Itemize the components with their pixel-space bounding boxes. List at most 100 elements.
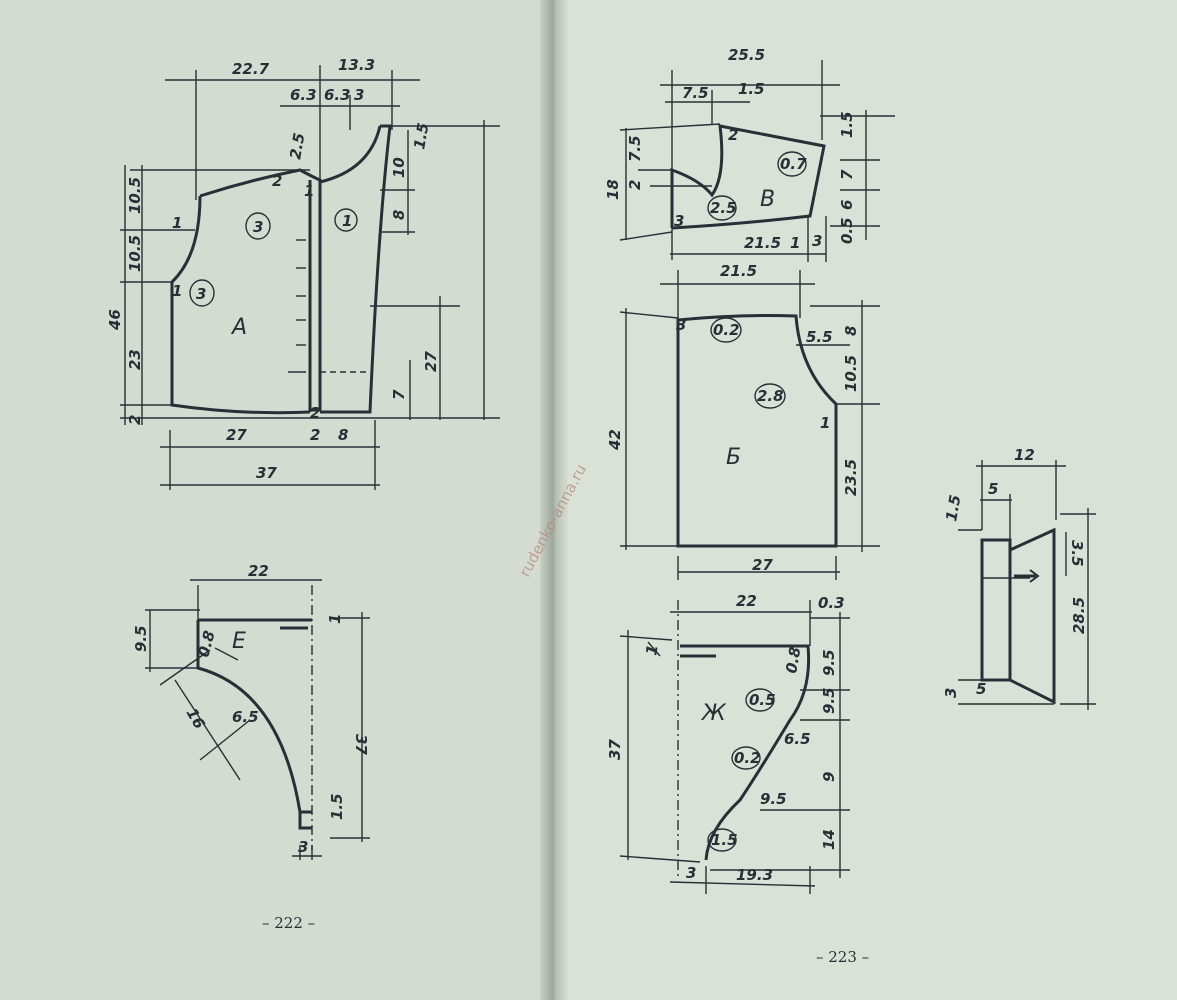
piece-a-dim: 37 [256,464,277,482]
piece-a-dim: 46 [106,309,124,331]
piece-e-dim: 1.5 [328,793,346,820]
piece-b-dim: 1 [820,414,830,432]
piece-zh-dim: 19.3 [736,866,773,884]
piece-v-circle-note: 2.5 [710,199,737,217]
piece-v-dim: 1.5 [838,111,856,138]
piece-v-label: В [760,187,775,212]
page-number-right: – 223 – [816,948,869,966]
piece-zh-dim: 22 [736,592,757,610]
piece-a-dim: 22.7 [232,60,270,78]
piece-v-dim: 7 [838,169,856,180]
piece-b-dim: 8 [842,326,860,336]
piece-v-dim: 3 [674,212,684,230]
piece-v-dim: 3 [812,232,822,250]
piece-b-outline [676,314,838,548]
piece-e-dim: 3 [298,838,308,856]
piece-b-dim: 5.5 [806,328,833,346]
pocket-dim: 1.5 [942,493,964,522]
piece-v-dim: 1 [790,234,800,252]
piece-v-dim: 21.5 [744,234,781,252]
piece-a-dim: 27 [422,351,440,372]
piece-a-dim: 2 [272,172,282,190]
piece-a-dim: 10 [390,157,408,178]
piece-b-dim: 21.5 [720,262,757,280]
piece-zh-dim: 0.3 [818,594,845,612]
piece-b-circle-note: 0.2 [713,321,740,339]
book-gutter [540,0,568,1000]
piece-a-dim: 1 [172,282,182,300]
piece-e: 22 9.5 0.8 6.5 16 1 37 1.5 3 E [132,562,370,860]
piece-a-dim: 23 [126,349,144,370]
piece-b-dim: 27 [752,556,773,574]
piece-a-dim: 8 [338,426,348,444]
piece-a-dim: 13.3 [338,56,375,74]
piece-zh-dim: 9.5 [820,649,838,676]
piece-a-dim: 3 [354,86,364,104]
piece-zh-dim: 0.8 [782,645,804,674]
piece-a-label: A [230,315,247,340]
piece-a-dim: 6.3 [290,86,317,104]
piece-b: 21.5 3 5.5 8 42 10.5 1 23.5 27 0.2 2.8 Б [606,262,880,580]
piece-e-dim: 9.5 [132,625,150,652]
piece-zh-dim: 9.5 [760,790,787,808]
piece-a-outline [170,168,322,415]
piece-a-dim: 6.3 [324,86,351,104]
piece-e-outline [196,618,312,830]
piece-v-dim: 2 [728,126,738,144]
piece-zh-dim: 6.5 [784,730,811,748]
piece-pocket: 12 5 1.5 3.5 28.5 3 5 [942,446,1096,710]
piece-a-dim: 1 [304,182,314,200]
piece-e-dim: 16 [183,705,209,732]
pocket-dim: 3 [942,688,960,698]
piece-zh-circle-note: 0.2 [734,749,761,767]
piece-a-dim: 1 [172,214,182,232]
piece-v-dim: 25.5 [728,46,765,64]
piece-a-side [319,124,392,414]
piece-v-dim: 18 [604,179,622,200]
piece-e-label: E [232,629,246,654]
piece-v-dim: 2 [626,180,644,190]
piece-zh: 22 0.3 1 37 0.8 9.5 9.5 6.5 9 9.5 14 3 1… [606,592,850,894]
piece-zh-outline [680,644,811,861]
piece-a-circle-note: 3 [196,285,206,303]
piece-zh-dim: 9.5 [820,687,838,714]
piece-a-dim: 10.5 [126,177,144,214]
pocket-dim: 3.5 [1068,540,1086,567]
piece-e-dim: 22 [248,562,269,580]
pocket-dim: 28.5 [1070,597,1088,634]
piece-zh-label: Ж [700,701,727,726]
left-page [0,0,562,1000]
piece-b-dim: 3 [676,316,686,334]
piece-zh-dim: 1 [642,643,662,656]
piece-v-dim: 0.5 [838,217,856,244]
piece-a-dim: 27 [226,426,247,444]
piece-a-dim: 2 [310,426,320,444]
piece-v-dim: 6 [838,200,856,210]
piece-zh-circle-note: 0.5 [749,691,776,709]
piece-a-dim: 7 [390,389,408,400]
piece-b-label: Б [726,445,741,470]
page-number-left: – 222 – [262,914,315,932]
piece-v-circle-note: 0.7 [780,155,807,173]
piece-a-dim: 2.5 [286,131,308,160]
piece-a-dim: 2 [310,404,320,422]
piece-zh-dim: 37 [606,739,624,760]
piece-v-dim: 1.5 [738,80,765,98]
piece-a-dim: 10.5 [126,235,144,272]
piece-b-dim: 23.5 [842,459,860,496]
piece-a-dim: 1.5 [410,121,432,150]
piece-v-dim: 7.5 [626,135,644,162]
piece-e-dim: 37 [352,734,370,755]
piece-v: 25.5 7.5 1.5 7.5 2 18 1.5 7 6 0.5 21.5 1… [604,46,895,262]
piece-b-dim: 42 [606,429,624,451]
piece-e-dim: 1 [326,614,344,624]
pocket-dim: 5 [988,480,998,498]
piece-a: 22.7 13.3 6.3 6.3 3 1.5 2.5 10.5 10.5 1 … [106,56,500,490]
pocket-outline [980,527,1056,705]
piece-a-circle-note: 1 [342,212,352,230]
piece-zh-dim: 9 [820,772,838,782]
piece-b-circle-note: 2.8 [757,387,784,405]
pocket-dim: 12 [1014,446,1035,464]
